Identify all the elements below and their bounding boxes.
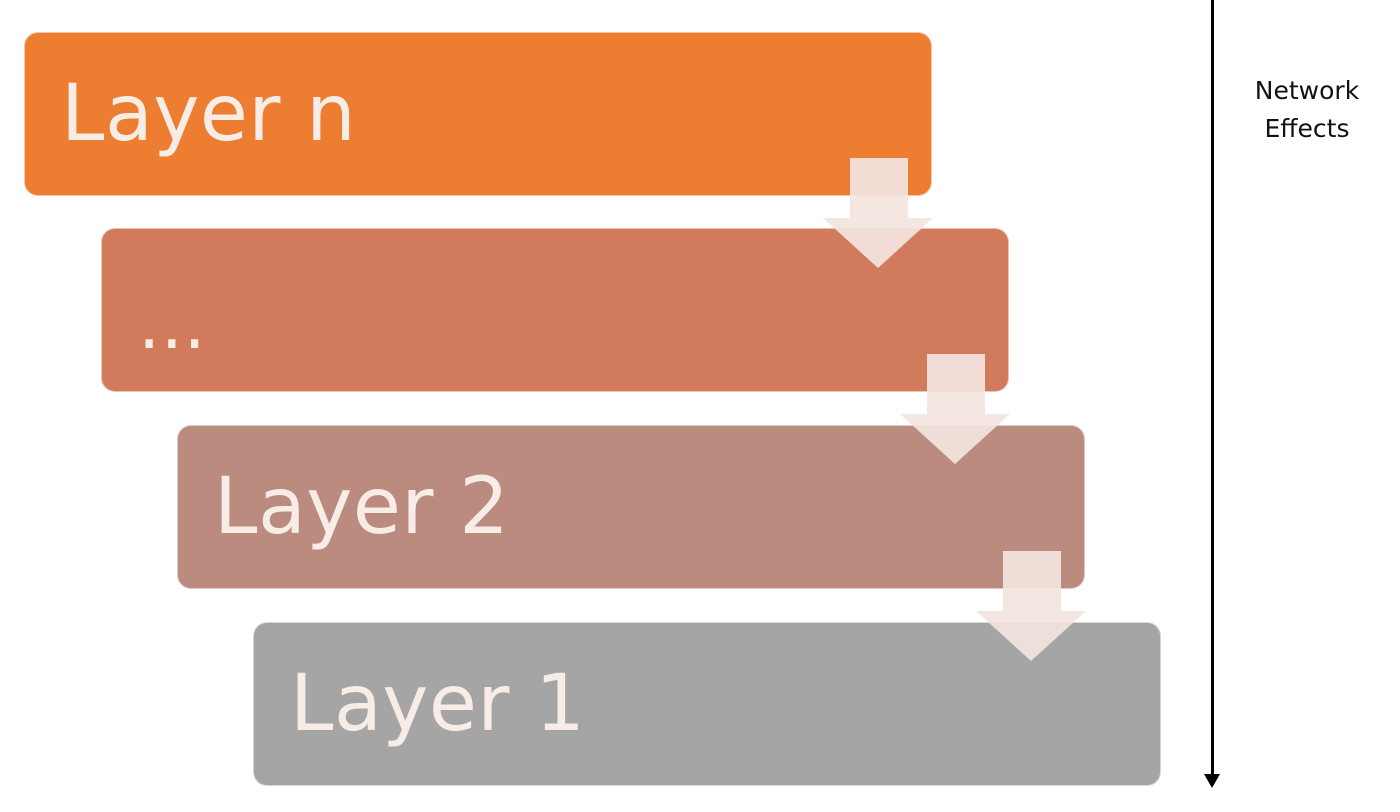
axis-label-line: Network xyxy=(1254,76,1360,105)
layer-label: ... xyxy=(138,283,207,365)
down-arrow-icon xyxy=(823,158,933,268)
arrow-down-icon xyxy=(1204,774,1220,788)
layer-box-ellipsis: ... xyxy=(101,228,1009,392)
down-arrow-icon xyxy=(976,551,1086,661)
layer-box-1: Layer 1 xyxy=(253,622,1161,786)
down-arrow-icon xyxy=(900,354,1010,464)
network-effects-label: Network Effects xyxy=(1232,72,1382,148)
layer-label: Layer n xyxy=(61,69,357,159)
layer-label: Layer 1 xyxy=(290,659,586,749)
layer-box-2: Layer 2 xyxy=(177,425,1085,589)
network-effects-axis-line xyxy=(1211,0,1214,778)
layer-box-n: Layer n xyxy=(24,32,932,196)
axis-label-line: Effects xyxy=(1264,114,1350,143)
layer-label: Layer 2 xyxy=(214,462,510,552)
